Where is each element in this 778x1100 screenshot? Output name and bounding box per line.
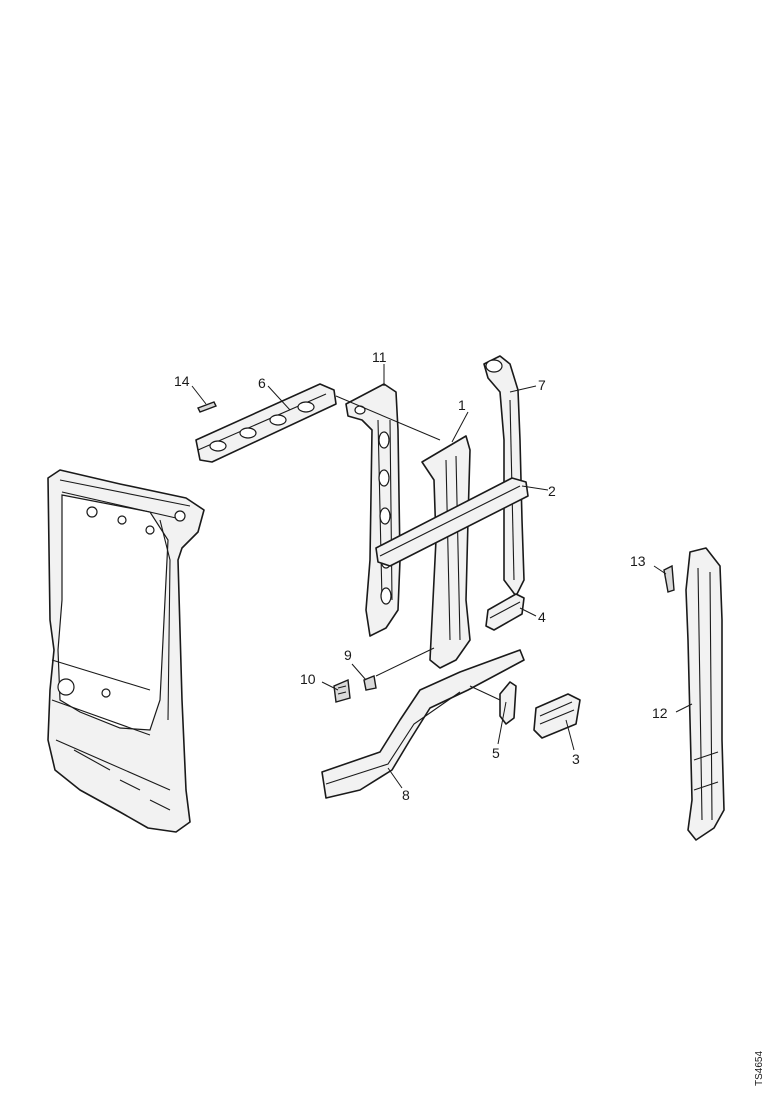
part-14-screw bbox=[197, 401, 217, 413]
part-5-plate bbox=[499, 681, 517, 725]
callout-9: 9 bbox=[344, 647, 352, 663]
callout-5: 5 bbox=[492, 745, 500, 761]
part-11-inner-pillar bbox=[345, 383, 401, 637]
part-7-rear-pillar bbox=[483, 355, 525, 597]
part-4-lower-bracket bbox=[485, 593, 525, 631]
callout-3: 3 bbox=[572, 751, 580, 767]
part-13-pin bbox=[663, 564, 675, 593]
leader-lines bbox=[191, 364, 693, 789]
part-8-sill bbox=[321, 649, 525, 799]
part-3-block bbox=[533, 693, 581, 739]
callout-labels: 1 2 3 4 5 6 7 8 9 10 11 12 13 14 bbox=[174, 349, 668, 803]
callout-13: 13 bbox=[630, 553, 646, 569]
callout-1: 1 bbox=[458, 397, 466, 413]
callout-2: 2 bbox=[548, 483, 556, 499]
callout-11: 11 bbox=[372, 349, 387, 365]
part-1-b-pillar bbox=[421, 435, 471, 669]
part-6-perforated-bracket bbox=[195, 383, 337, 463]
part-10-clip bbox=[333, 678, 351, 703]
part-12-outer-panel bbox=[685, 547, 725, 841]
part-2-cross-member bbox=[375, 477, 529, 567]
cab-frame-assembly bbox=[47, 469, 205, 833]
callout-12: 12 bbox=[652, 705, 668, 721]
part-9-clip bbox=[363, 675, 377, 691]
callout-4: 4 bbox=[538, 609, 546, 625]
callout-14: 14 bbox=[174, 373, 190, 389]
callout-8: 8 bbox=[402, 787, 410, 803]
callout-6: 6 bbox=[258, 375, 266, 391]
reference-code-text: TS4654 bbox=[754, 1051, 765, 1086]
callout-10: 10 bbox=[300, 671, 316, 687]
callout-7: 7 bbox=[538, 377, 546, 393]
